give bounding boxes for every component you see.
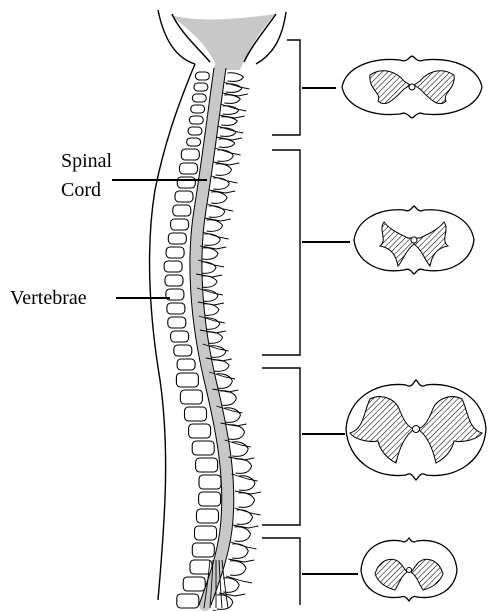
spinous-process [213, 178, 229, 190]
spinous-process [211, 192, 227, 204]
region-brackets [262, 40, 358, 605]
label-spinal-line2: Cord [61, 179, 101, 201]
vertebral-body [175, 191, 193, 202]
spinous-process [217, 595, 233, 610]
vertebral-body [171, 219, 189, 230]
vertebral-body [181, 149, 199, 160]
vertebral-body [164, 261, 182, 272]
vertebral-body [173, 205, 191, 216]
bracket-lumbar [262, 368, 300, 525]
bracket-thoracic [262, 150, 300, 355]
spinous-process [236, 459, 252, 474]
spinous-process [229, 425, 245, 440]
nerve-root [232, 474, 258, 481]
vertebral-body [197, 509, 219, 523]
vertebral-body [192, 543, 214, 557]
spinous-process [203, 304, 219, 316]
vertebral-body [199, 492, 221, 506]
nerve-root [217, 126, 243, 133]
spinous-process [239, 476, 255, 491]
cross-section-lumbar [346, 380, 486, 480]
vertebral-body [187, 138, 201, 146]
vertebral-body [167, 303, 185, 314]
spinal-cord [196, 68, 228, 605]
spinous-process [209, 206, 225, 218]
vertebral-body [168, 317, 186, 328]
vertebral-body [195, 526, 217, 540]
vertebral-body [180, 163, 198, 174]
vertebral-body [166, 247, 184, 258]
label-vertebrae: Vertebrae [10, 287, 87, 309]
spinous-process [210, 346, 226, 358]
cross-section-thoracic [354, 206, 474, 274]
spinous-process [204, 234, 220, 246]
vertebral-body [192, 441, 214, 455]
vertebral-body [189, 424, 211, 438]
spinous-process [207, 220, 223, 232]
bracket-cervical [272, 40, 300, 135]
spinous-process [234, 527, 250, 542]
vertebral-body [188, 127, 202, 135]
vertebral-body [176, 373, 198, 387]
spinous-process [202, 290, 218, 302]
vertebral-body [183, 577, 205, 591]
spinous-process [220, 391, 236, 406]
spinous-process [232, 442, 248, 457]
vertebral-body [180, 390, 202, 404]
vertebral-body [199, 475, 221, 489]
spinous-process [216, 374, 232, 389]
bracket-sacral [262, 538, 300, 605]
nerve-root [223, 82, 249, 89]
spinous-process [230, 561, 246, 576]
vertebral-body [194, 83, 208, 91]
vertebral-body [195, 72, 209, 80]
spinous-process [207, 332, 223, 344]
spinous-process [201, 276, 217, 288]
spinous-process [239, 493, 255, 508]
vertebral-body [165, 275, 183, 286]
spinous-process [232, 544, 248, 559]
vertebral-body [191, 105, 205, 113]
spinous-process [237, 510, 253, 525]
vertebral-body [177, 177, 195, 188]
vertebral-body [177, 594, 199, 608]
vertebral-body [185, 407, 207, 421]
vertebral-body [177, 359, 195, 370]
vertebral-body [171, 331, 189, 342]
spinous-process [213, 360, 229, 372]
vertebral-body [168, 233, 186, 244]
cauda-equina-strand [222, 560, 228, 608]
vertebral-body [174, 345, 192, 356]
cross-section-sacral [361, 538, 457, 601]
nerve-root [226, 576, 252, 583]
spinous-process [216, 164, 232, 176]
spinous-process [227, 73, 243, 82]
spinous-process [224, 408, 240, 423]
spinous-process [202, 248, 218, 260]
cross-section-cervical [342, 56, 482, 118]
vertebral-body [192, 94, 206, 102]
label-vertebrae-group: Vertebrae [10, 287, 170, 309]
vertebral-body [189, 116, 203, 124]
vertebral-body [196, 458, 218, 472]
label-spinal-line1: Spinal [61, 150, 113, 172]
